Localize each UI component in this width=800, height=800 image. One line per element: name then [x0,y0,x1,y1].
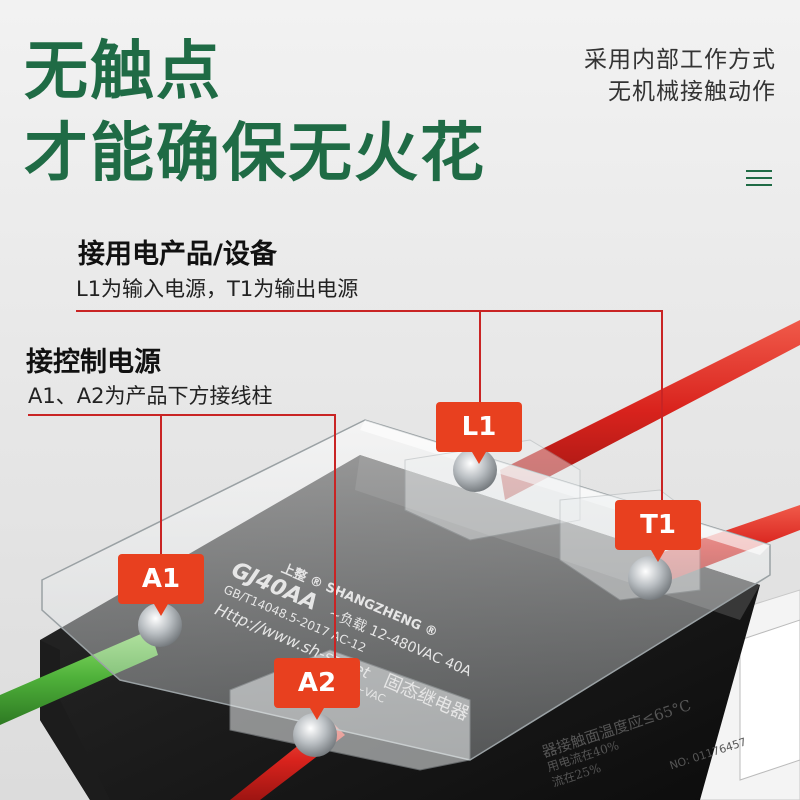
terminal-tag-a2: A2 [274,658,360,720]
l1-leader [479,310,481,402]
terminal-tag-a1: A1 [118,554,204,616]
load-section-title: 接用电产品/设备 [78,239,277,270]
menu-icon [746,170,772,190]
control-section-desc: A1、A2为产品下方接线柱 [28,384,273,408]
subheadline-line2: 无机械接触动作 [608,79,776,105]
headline-line2: 才能确保无火花 [24,117,486,191]
control-section-title: 接控制电源 [26,347,161,378]
terminal-tag-l1: L1 [436,402,522,464]
control-underline [28,414,336,416]
a2-leader [334,414,336,658]
headline-line1: 无触点 [24,35,222,109]
a1-leader [160,414,162,554]
load-section-desc: L1为输入电源，T1为输出电源 [76,277,359,301]
t1-leader [661,310,663,500]
load-underline [76,310,663,312]
subheadline-line1: 采用内部工作方式 [584,47,776,73]
terminal-screws [138,448,672,757]
terminal-tag-t1: T1 [615,500,701,562]
